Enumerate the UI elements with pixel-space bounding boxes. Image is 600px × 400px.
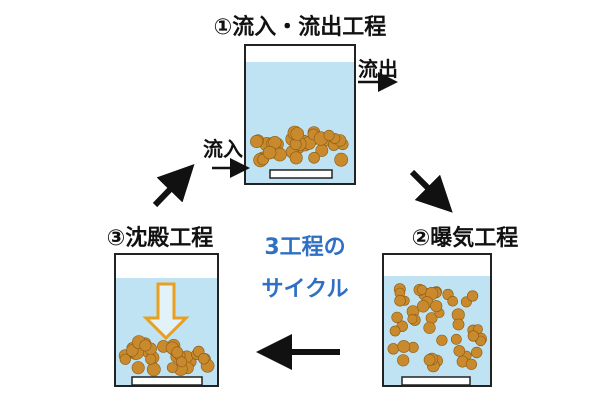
sludge-particle [176, 356, 187, 368]
arrow-stage3-to-stage1 [152, 164, 195, 208]
sludge-particle [139, 339, 152, 352]
sludge-particle [467, 290, 479, 302]
sludge-particle [334, 152, 349, 167]
stage1-title: ①流入・流出工程 [214, 14, 387, 40]
sludge-particle [423, 353, 436, 366]
sludge-particle [171, 346, 184, 359]
sludge-particle [467, 330, 479, 342]
stage3-title: ③沈殿工程 [107, 226, 214, 251]
sludge-particle [289, 151, 303, 165]
cycle-caption-line1: 3工程の [264, 235, 345, 260]
sludge-particle [262, 145, 277, 160]
sludge-particle [452, 318, 465, 331]
tank1-diffuser [269, 169, 333, 179]
sludge-particle [290, 127, 305, 141]
sludge-particle [387, 343, 399, 355]
tank2-diffuser [401, 376, 471, 386]
sludge-particle [308, 152, 320, 164]
sludge-particle [407, 314, 418, 325]
sludge-particle [166, 362, 178, 373]
sludge-particle [131, 361, 145, 375]
stage2-title: ②曝気工程 [412, 225, 519, 251]
tank3-outline [114, 253, 219, 387]
sludge-particle [389, 325, 401, 337]
sludge-particle [423, 321, 436, 334]
tank1-outline [244, 44, 356, 185]
sludge-particle [436, 334, 448, 346]
sludge-particle [198, 353, 210, 365]
outflow-label: 流出 [358, 57, 398, 81]
sludge-particle [471, 346, 483, 359]
tank1-particles [250, 125, 349, 168]
sludge-particle [145, 353, 157, 365]
tank-aeration [382, 253, 492, 387]
cycle-caption-line2: サイクル [262, 277, 349, 302]
sludge-particle [453, 345, 466, 357]
sludge-particle [397, 340, 411, 353]
arrow-stage1-to-stage2 [409, 169, 453, 213]
tank3-diffuser [131, 376, 203, 386]
sludge-particle [323, 129, 335, 141]
sludge-particle [391, 311, 403, 324]
sludge-particle [430, 300, 443, 313]
sludge-particle [417, 300, 430, 313]
sludge-particle [416, 284, 428, 295]
sludge-particle [465, 358, 478, 370]
sludge-particle [447, 295, 459, 307]
sludge-particle [394, 294, 406, 307]
inflow-label: 流入 [203, 137, 243, 161]
sludge-particle [250, 135, 264, 149]
tank2-particles [387, 283, 487, 373]
settling-arrow [142, 282, 190, 341]
tank-inflow-outflow [244, 44, 356, 185]
sludge-particle [397, 354, 410, 367]
tank-settling [114, 253, 219, 387]
sludge-particle [450, 333, 462, 345]
tank2-outline [382, 253, 492, 387]
tank3-particles [118, 335, 215, 377]
sludge-particle [119, 353, 131, 365]
sludge-particle [146, 362, 161, 377]
